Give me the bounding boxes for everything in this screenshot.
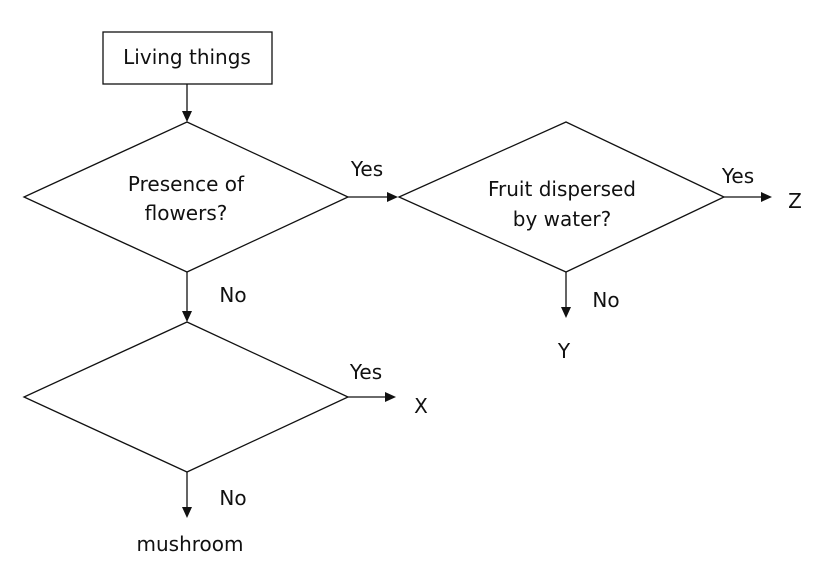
decision-water-line-1: Fruit dispersed [488, 177, 636, 201]
outcome-mushroom: mushroom [137, 532, 244, 556]
decision-flowers-line-1: Presence of [128, 172, 245, 196]
start-label: Living things [123, 45, 251, 69]
edge-label-third-no: No [219, 486, 246, 510]
outcome-z: Z [788, 189, 802, 213]
outcome-y: Y [557, 339, 571, 363]
arrowhead-start [182, 111, 192, 122]
edge-label-water-no: No [592, 288, 619, 312]
edge-label-third-yes: Yes [349, 360, 382, 384]
arrowhead-water-yes [761, 192, 772, 202]
arrowhead-flowers-yes [387, 192, 398, 202]
decision-water-line-2: by water? [513, 207, 612, 231]
edge-label-flowers-yes: Yes [350, 157, 383, 181]
decision-flowers-line-2: flowers? [145, 201, 228, 225]
start-box [102, 31, 273, 85]
edge-label-flowers-no: No [219, 283, 246, 307]
edge-label-water-yes: Yes [721, 164, 754, 188]
arrowhead-third-no [182, 507, 192, 518]
decision-flowers [22, 121, 350, 273]
arrowhead-flowers-no [182, 311, 192, 322]
outcome-x: X [414, 394, 428, 418]
decision-third [22, 321, 350, 473]
arrowhead-water-no [561, 307, 571, 318]
arrowhead-third-yes [385, 392, 396, 402]
